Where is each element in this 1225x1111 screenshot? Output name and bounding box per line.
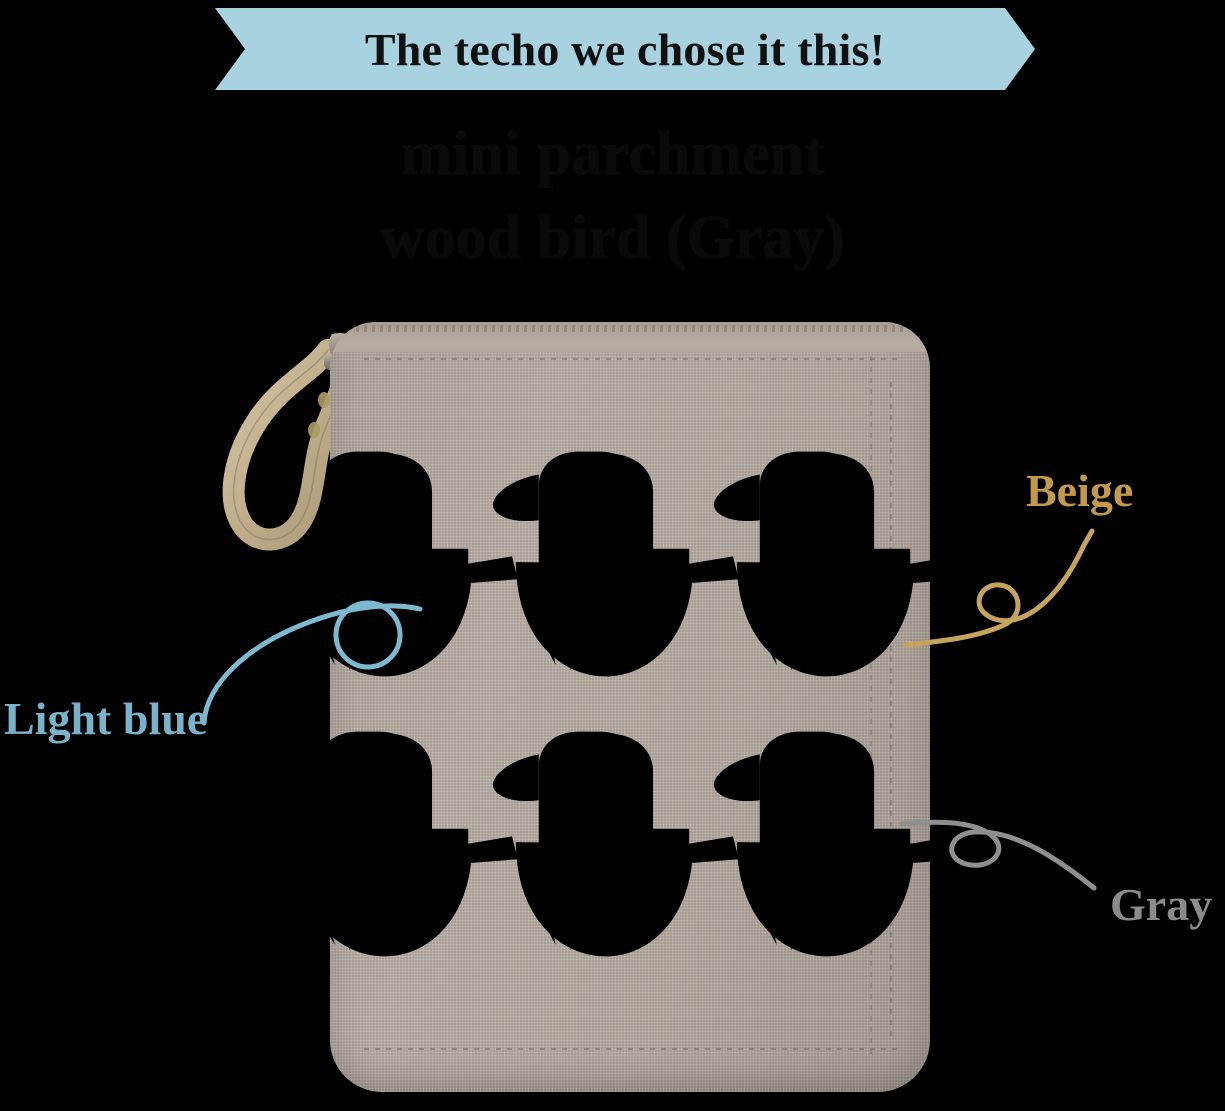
callout-label-light-blue: Light blue [4,693,208,744]
product-photo: #b0_0 .p-body { fill:#e5dfd3; stroke:#17… [222,322,930,1092]
embroidered-bird: #b0_1 .p-body { fill:#9cc4d6; stroke:#17… [489,444,739,684]
banner-text: The techo we chose it this! [364,23,886,75]
callout-line-light-blue [201,600,423,726]
callout-line-gray [899,819,1097,891]
header-banner: The techo we chose it this! [215,8,1035,90]
callout-label-beige: Beige [1026,465,1134,516]
embroidered-bird: #b0_2 .p-body { fill:#c99a5e; stroke:#17… [710,444,930,684]
stitch-line-top [364,358,898,360]
zipper-tape [330,322,930,352]
page-title: mini parchment wood bird (Gray) [0,112,1225,281]
callout-label-gray: Gray [1110,879,1213,930]
page-title-line-2: wood bird (Gray) [380,204,845,273]
stitch-line-right [890,382,892,1042]
page-title-line-1: mini parchment [400,120,825,188]
stitch-line-bottom [364,1048,898,1050]
zipper-teeth [356,325,904,332]
callout-line-beige [903,528,1095,648]
embroidered-bird: #b1_2 .p-body { fill:#9cc4d6; stroke:#17… [710,724,930,964]
embroidered-bird: #b1_1 .p-body { fill:#e5dfd3; stroke:#17… [489,724,739,964]
zip-pouch-body: #b0_0 .p-body { fill:#e5dfd3; stroke:#17… [330,322,930,1092]
side-seam-line [870,356,872,1056]
banner-ribbon-shape [215,8,1035,90]
